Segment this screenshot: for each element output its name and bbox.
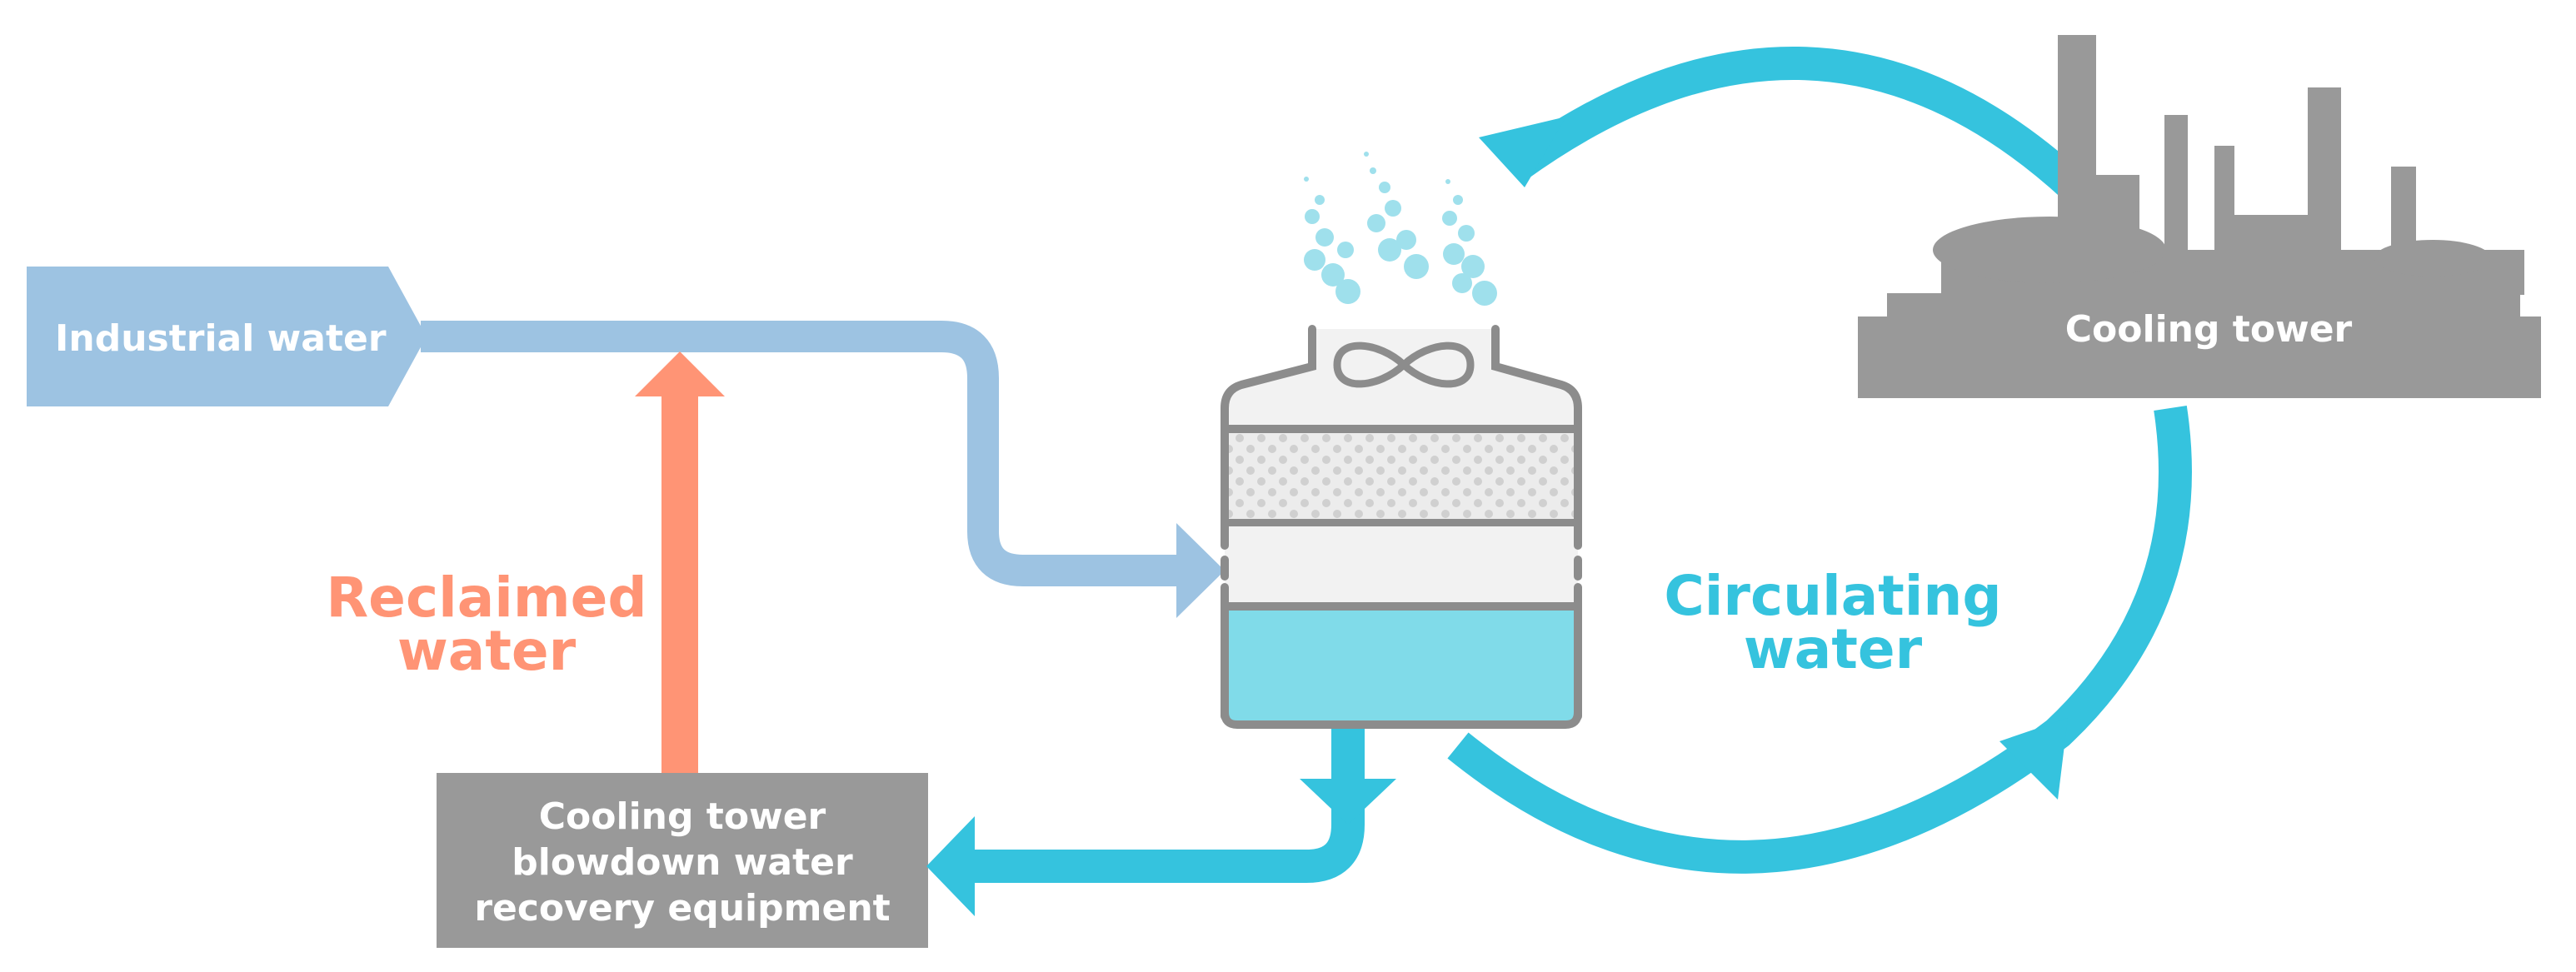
blowdown-water-pipe xyxy=(971,729,1365,883)
circulating-bottom-arrowhead xyxy=(1999,718,2068,800)
reclaimed-water-label-line1: Reclaimed xyxy=(326,566,646,630)
reclaimed-water-arrow xyxy=(635,351,725,778)
cooling-tower-tank xyxy=(1221,325,1582,729)
circulating-return-arc xyxy=(1506,46,2086,200)
circulating-water-label-line1: Circulating xyxy=(1664,564,2001,628)
recovery-equipment-label-line3: recovery equipment xyxy=(474,887,890,930)
recovery-equipment-box: Cooling tower blowdown water recovery eq… xyxy=(437,773,928,948)
steam-bubbles xyxy=(1304,152,1497,306)
industrial-water-label: Industrial water xyxy=(55,317,387,360)
recovery-equipment-label-line1: Cooling tower xyxy=(539,795,826,838)
factory-silhouette xyxy=(1858,35,2541,398)
blowdown-left-arrowhead xyxy=(926,816,975,916)
circulating-top-arrowhead xyxy=(1479,117,1566,187)
reclaimed-water-label-line2: water xyxy=(397,619,577,683)
industrial-water-source: Industrial water xyxy=(27,267,427,406)
blowdown-down-arrowhead xyxy=(1300,779,1396,825)
industrial-water-arrowhead xyxy=(1176,523,1225,618)
fan-icon xyxy=(1333,341,1475,388)
circulating-water-label-line2: water xyxy=(1744,617,1923,681)
circulating-supply-arc xyxy=(1447,405,2192,874)
industrial-water-pipe xyxy=(421,321,1181,586)
recovery-equipment-label-line2: blowdown water xyxy=(512,841,853,884)
factory-cooling-tower-label: Cooling tower xyxy=(2065,308,2353,351)
